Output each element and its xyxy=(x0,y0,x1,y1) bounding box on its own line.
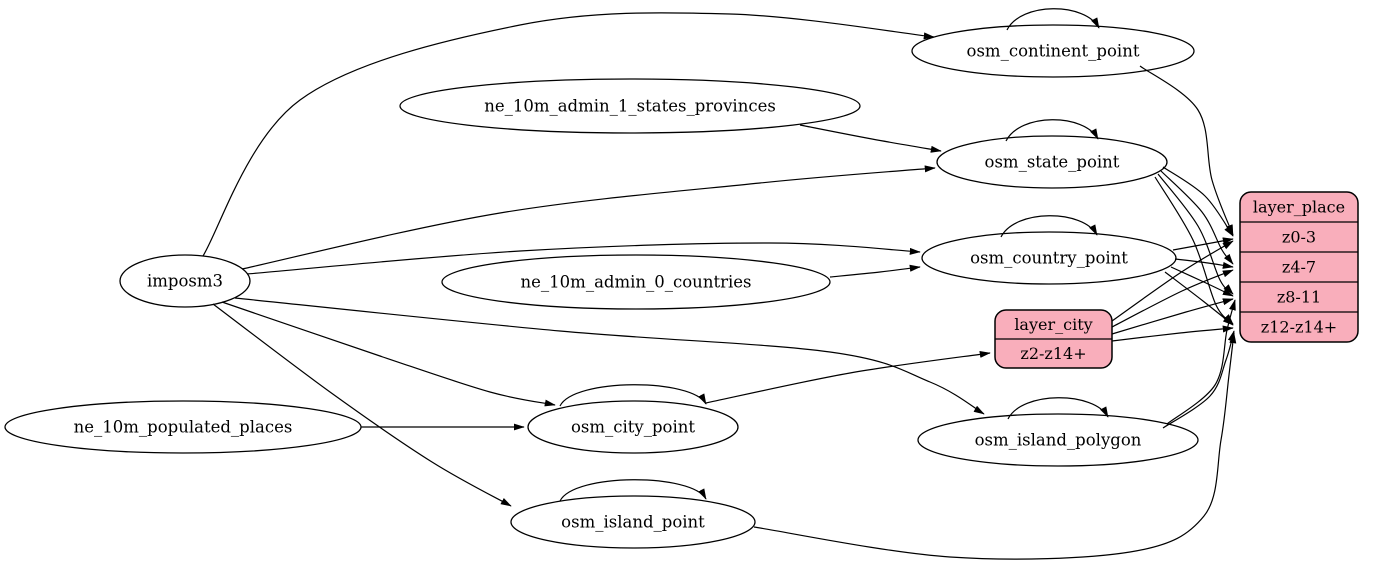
node-label-osm_country_point: osm_country_point xyxy=(970,249,1128,268)
edge-osm_country_point-to-layer_place-z12-z14+ xyxy=(1164,271,1234,326)
node-label-osm_island_polygon: osm_island_polygon xyxy=(975,431,1142,450)
node-ellipse-ne_10m_admin_0_countries xyxy=(441,254,831,310)
node-osm_island_polygon: osm_island_polygon xyxy=(917,413,1199,467)
edge-imposm3-to-osm_country_point xyxy=(246,242,921,275)
node-label-osm_continent_point: osm_continent_point xyxy=(967,42,1140,61)
edge-layer_city-to-layer_place-z8-11 xyxy=(1111,298,1234,335)
node-osm_state_point: osm_state_point xyxy=(936,135,1168,189)
record-row-layer_place-z4-7: z4-7 xyxy=(1282,258,1316,277)
node-osm_island_point: osm_island_point xyxy=(510,495,756,549)
edge-osm_country_point-to-layer_place-z8-11 xyxy=(1170,266,1234,297)
edge-imposm3-to-osm_city_point xyxy=(221,301,556,407)
node-ellipse-ne_10m_admin_1_states_provinces xyxy=(399,78,861,134)
node-label-osm_island_point: osm_island_point xyxy=(561,513,705,532)
edge-osm_country_point-to-layer_place-z0-3 xyxy=(1172,237,1234,251)
edge-osm_continent_point-to-layer_place-z0-3 xyxy=(1139,65,1234,236)
node-ellipse-osm_island_polygon xyxy=(917,413,1199,467)
node-ellipse-osm_island_point xyxy=(510,495,756,549)
node-osm_city_point: osm_city_point xyxy=(527,400,739,454)
node-ne_10m_admin_0_countries: ne_10m_admin_0_countries xyxy=(441,254,831,310)
node-osm_continent_point: osm_continent_point xyxy=(911,24,1195,78)
node-imposm3: imposm3 xyxy=(119,254,251,308)
edge-osm_country_point-to-layer_place-z4-7 xyxy=(1174,258,1234,269)
node-ellipse-imposm3 xyxy=(119,254,251,308)
record-layer_city: layer_city z2-z14+ xyxy=(994,309,1113,369)
edge-imposm3-to-osm_island_polygon xyxy=(234,297,985,415)
node-label-ne_10m_admin_0_countries: ne_10m_admin_0_countries xyxy=(521,273,752,292)
node-ellipse-osm_country_point xyxy=(921,231,1177,285)
node-ellipse-osm_continent_point xyxy=(911,24,1195,78)
record-row-layer_place-layer_place: layer_place xyxy=(1253,198,1345,217)
record-row-layer_place-z0-3: z0-3 xyxy=(1282,228,1316,247)
node-label-osm_city_point: osm_city_point xyxy=(571,418,695,437)
edge-ne_10m_admin_0_countries-to-osm_country_point xyxy=(829,264,921,278)
edge-layer_city-to-layer_place-z12-z14+ xyxy=(1111,325,1234,342)
edge-osm_state_point-self-loop xyxy=(1005,119,1099,142)
record-layer_place: layer_place z0-3 z4-7 z8-11 z12-z14+ xyxy=(1239,191,1359,343)
edge-imposm3-to-osm_island_point xyxy=(212,303,512,507)
record-row-layer_city-z2-z14+: z2-z14+ xyxy=(1020,344,1086,363)
edge-osm_city_point-self-loop xyxy=(559,384,707,407)
edge-layer_city-to-layer_place-z0-3 xyxy=(1111,240,1234,322)
edge-osm_island_polygon-self-loop xyxy=(1007,397,1109,420)
node-label-imposm3: imposm3 xyxy=(147,272,223,291)
edge-osm_state_point-to-layer_place-z4-7 xyxy=(1160,170,1234,265)
record-row-layer_place-z12-z14+: z12-z14+ xyxy=(1261,318,1337,337)
node-ellipse-osm_state_point xyxy=(936,135,1168,189)
node-label-osm_state_point: osm_state_point xyxy=(985,153,1120,172)
edge-imposm3-to-osm_continent_point xyxy=(202,12,935,257)
record-row-layer_place-z8-11: z8-11 xyxy=(1277,288,1321,307)
edge-osm_city_point-to-layer_city-z2-z14+ xyxy=(705,350,991,404)
node-label-ne_10m_populated_places: ne_10m_populated_places xyxy=(74,418,293,437)
node-label-ne_10m_admin_1_states_provinces: ne_10m_admin_1_states_provinces xyxy=(484,97,776,116)
record-row-layer_city-layer_city: layer_city xyxy=(1014,315,1092,334)
edge-osm_country_point-self-loop xyxy=(1000,215,1098,238)
edge-layer_city-to-layer_place-z4-7 xyxy=(1111,269,1234,328)
record-box-layer_place xyxy=(1239,191,1359,343)
edge-osm_state_point-to-layer_place-z0-3 xyxy=(1162,166,1234,237)
edge-osm_island_point-self-loop xyxy=(559,479,707,502)
node-osm_country_point: osm_country_point xyxy=(921,231,1177,285)
node-ellipse-osm_city_point xyxy=(527,400,739,454)
edge-ne_10m_admin_1_states_provinces-to-osm_state_point xyxy=(799,124,942,153)
edge-imposm3-to-osm_state_point xyxy=(241,165,936,270)
edge-osm_island_point-to-layer_place-z12-z14+ xyxy=(753,332,1237,560)
edge-osm_continent_point-self-loop xyxy=(1006,8,1100,31)
edge-osm_island_polygon-to-layer_place-z8-11 xyxy=(1166,299,1236,425)
node-ne_10m_admin_1_states_provinces: ne_10m_admin_1_states_provinces xyxy=(399,78,861,134)
node-ne_10m_populated_places: ne_10m_populated_places xyxy=(4,400,362,454)
